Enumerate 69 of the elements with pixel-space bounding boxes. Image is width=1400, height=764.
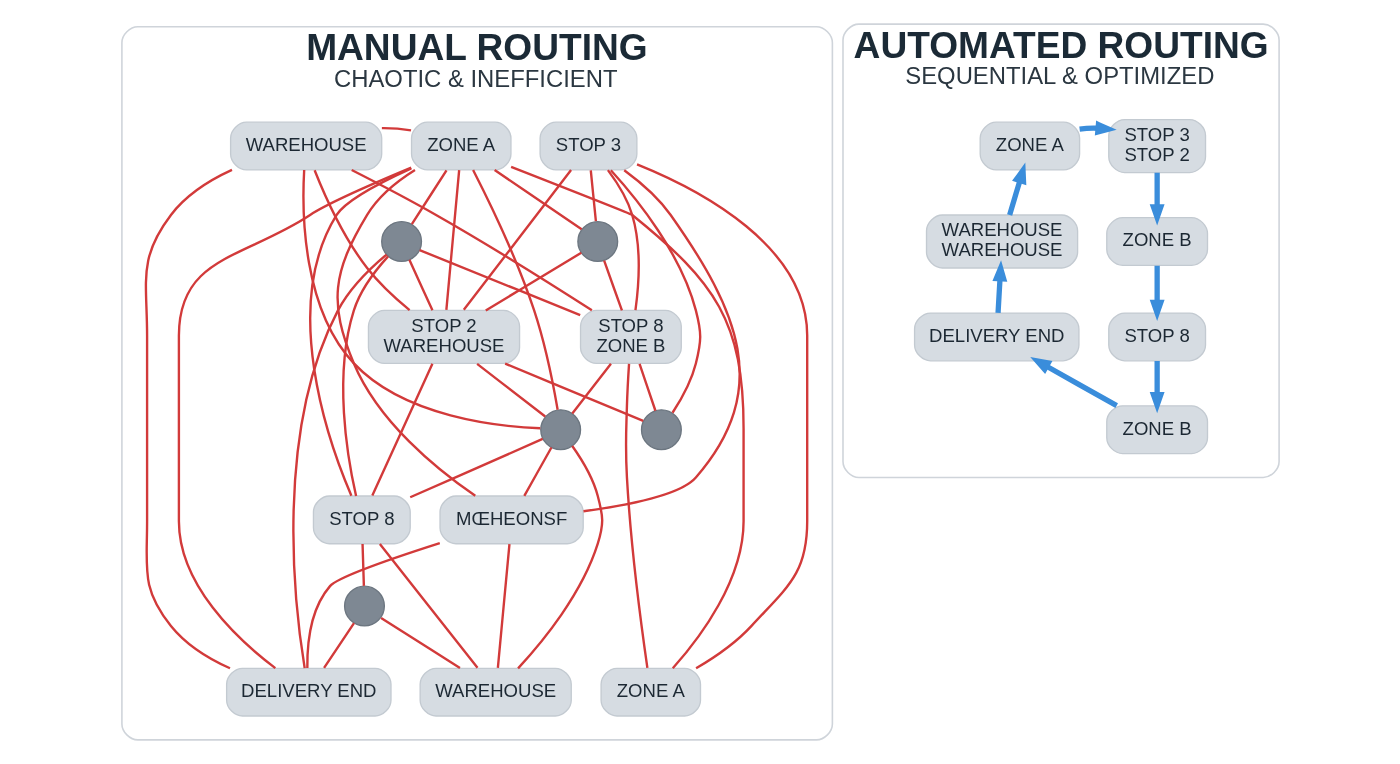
- node-box: WAREHOUSE: [419, 667, 572, 717]
- connector: [570, 363, 612, 415]
- connector: [582, 169, 741, 513]
- connector: [322, 622, 355, 669]
- node-circle: [343, 585, 385, 627]
- connector: [144, 168, 232, 670]
- connector: [305, 542, 440, 669]
- connector: [379, 616, 461, 670]
- connector: [313, 169, 410, 312]
- node-box: ZONE A: [410, 121, 512, 171]
- connector: [609, 169, 701, 414]
- connector: [589, 170, 597, 222]
- node-box: DELIVERY END: [225, 667, 392, 717]
- arrow: [1149, 172, 1165, 226]
- arrow: [991, 260, 1007, 313]
- connector: [493, 169, 582, 231]
- connector: [407, 259, 434, 311]
- node-circle: [576, 220, 618, 263]
- node-box: STOP 8: [1107, 312, 1206, 362]
- connector: [522, 446, 552, 497]
- node-box: WAREHOUSE: [229, 121, 382, 171]
- connector: [510, 165, 745, 670]
- node-box: STOP 3 STOP 2: [1107, 118, 1206, 174]
- connector: [409, 437, 543, 499]
- connector: [602, 260, 623, 311]
- connector: [606, 169, 640, 311]
- connector: [484, 251, 582, 312]
- connector: [516, 445, 603, 670]
- connector: [637, 363, 657, 412]
- connector: [471, 169, 559, 410]
- node-box: ZONE A: [979, 121, 1080, 171]
- node-box: ZONE B: [1105, 216, 1208, 266]
- node-box: STOP 8: [312, 495, 411, 545]
- arrow: [1149, 361, 1165, 414]
- node-box: ZONE A: [599, 667, 701, 717]
- node-circle: [380, 220, 422, 263]
- connector: [636, 163, 808, 670]
- connector: [360, 543, 365, 586]
- connector: [475, 362, 546, 418]
- node-box: DELIVERY END: [913, 312, 1080, 362]
- connector: [444, 170, 460, 310]
- arrow: [1006, 162, 1026, 216]
- node-box: MŒHEONSF: [438, 495, 584, 545]
- connector: [350, 168, 592, 312]
- node-circle: [539, 409, 581, 451]
- connector: [335, 169, 476, 497]
- arrow: [1078, 120, 1117, 136]
- node-box: WAREHOUSE WAREHOUSE: [925, 214, 1078, 269]
- connector: [378, 543, 478, 669]
- node-box: STOP 3: [538, 121, 638, 171]
- node-circle: [640, 409, 682, 451]
- arrow: [1149, 265, 1165, 321]
- connector: [341, 255, 389, 497]
- node-box: STOP 2 WAREHOUSE: [367, 309, 520, 365]
- connector: [462, 169, 572, 311]
- connector: [301, 170, 540, 430]
- arrow: [1029, 357, 1118, 408]
- node-box: STOP 8 ZONE B: [579, 309, 682, 365]
- connector: [308, 167, 412, 497]
- node-box: ZONE B: [1105, 405, 1208, 455]
- connector: [177, 166, 412, 670]
- connector: [624, 363, 649, 669]
- connector: [504, 362, 644, 422]
- connector: [370, 363, 433, 496]
- connector: [496, 543, 511, 668]
- connector: [418, 249, 581, 317]
- connector: [381, 126, 411, 132]
- connector: [410, 169, 447, 225]
- connector: [291, 253, 387, 669]
